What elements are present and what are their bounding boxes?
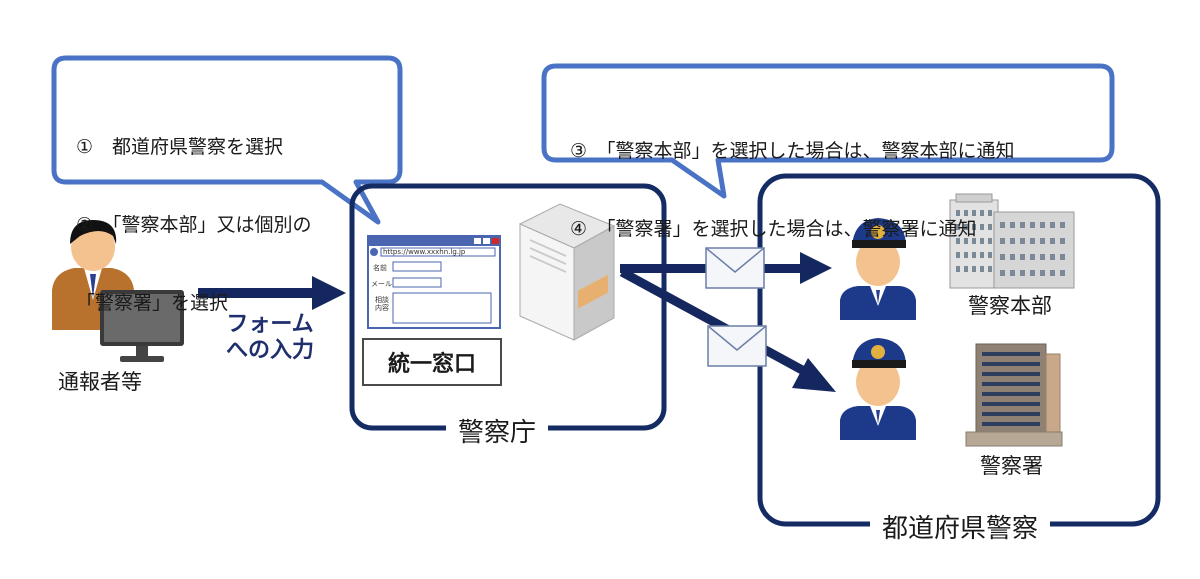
form-input-label: フォーム への入力	[214, 312, 326, 364]
station-building-icon	[965, 343, 1063, 447]
hq-building-icon	[949, 193, 1075, 289]
arrow-to-station	[619, 268, 836, 392]
station-label: 警察署	[980, 454, 1043, 478]
form-input-line1: フォーム	[226, 312, 314, 337]
field-label-consult-1: 相談	[375, 296, 389, 304]
reporter-label: 通報者等	[58, 370, 142, 394]
prefectural-label: 都道府県警察	[870, 508, 1051, 545]
callout-left-text: ① 都道府県警察を選択 ② 「警察本部」又は個別の 「警察署」を選択	[76, 82, 312, 342]
npa-label: 警察庁	[446, 412, 549, 449]
envelope-icon	[705, 247, 765, 289]
arrow-to-form	[198, 276, 346, 310]
police-officer-icon	[840, 338, 916, 440]
server-icon	[518, 203, 616, 341]
callout-left-line2: ② 「警察本部」又は個別の	[76, 214, 312, 236]
field-label-mail: メール	[371, 280, 392, 288]
callout-right-shape	[541, 63, 1115, 199]
browser-url: https://www.xxxhn.lg.jp	[383, 248, 466, 256]
callout-left-shape	[51, 55, 403, 225]
callout-right-line1: ③ 「警察本部」を選択した場合は、警察本部に通知	[570, 140, 1015, 162]
police-officer-icon	[840, 218, 916, 320]
form-input-line2: への入力	[225, 338, 314, 363]
field-label-consult-2: 内容	[375, 304, 389, 312]
browser-window-icon	[367, 235, 501, 329]
envelope-icon	[707, 325, 767, 367]
callout-left-line3: 「警察署」を選択	[76, 292, 229, 314]
field-label-name: 名前	[373, 264, 387, 272]
unified-window-box: 統一窓口	[362, 338, 502, 386]
callout-left-line1: ① 都道府県警察を選択	[76, 136, 284, 158]
unified-window-label: 統一窓口	[387, 352, 476, 377]
callout-right-text: ③ 「警察本部」を選択した場合は、警察本部に通知 ④ 「警察署」を選択した場合は…	[570, 86, 1015, 268]
callout-right-line2: ④ 「警察署」を選択した場合は、警察署に通知	[570, 218, 977, 240]
hq-label: 警察本部	[968, 294, 1052, 318]
monitor-icon	[100, 290, 184, 362]
